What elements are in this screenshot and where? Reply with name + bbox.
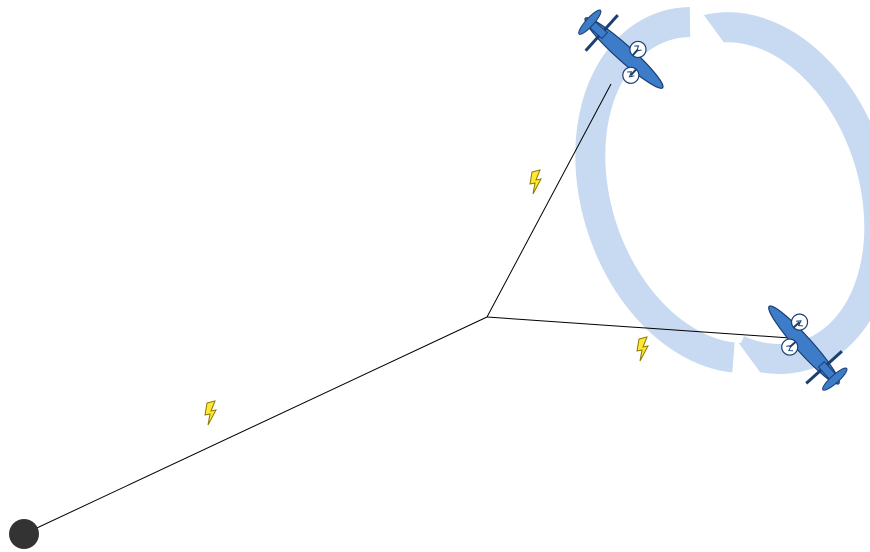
lightning-bolt-icon: [204, 400, 217, 426]
lower-tether: [486, 316, 791, 339]
upper-tether: [486, 83, 612, 318]
lightning-bolt-icon: [529, 169, 542, 195]
main-tether: [23, 316, 488, 535]
ground-station-icon: [9, 519, 39, 549]
tether-lines: [23, 83, 791, 535]
lightning-bolt-icon: [636, 336, 649, 362]
